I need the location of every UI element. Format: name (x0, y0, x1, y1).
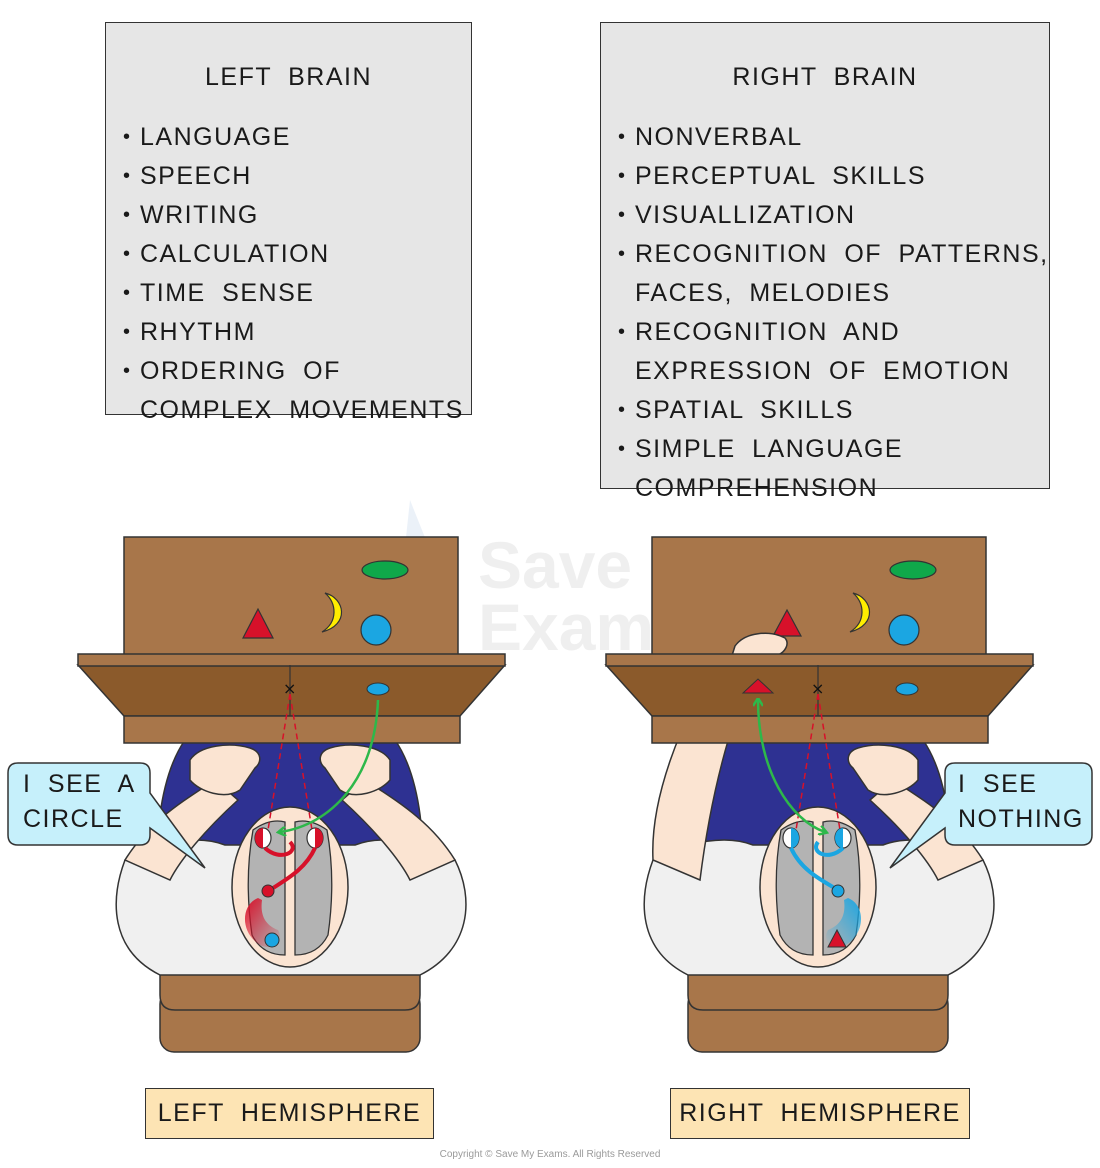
speech-bubble (7, 762, 206, 869)
right-speech-text: I SEE NOTHING (958, 767, 1084, 837)
speech-bubble (889, 762, 1093, 869)
left-brain-list: LANGUAGE SPEECH WRITING CALCULATION TIME… (123, 118, 467, 430)
moon-shape (849, 592, 870, 633)
table-edge (77, 653, 506, 667)
display-board (123, 536, 459, 658)
right-brain-title: RIGHT BRAIN (732, 63, 918, 91)
circle-shape (360, 614, 392, 646)
list-item-continued: EXPRESSION OF EMOTION (635, 357, 1011, 385)
flashed-triangle (741, 678, 775, 694)
triangle-shape (771, 608, 803, 637)
flashed-circle (366, 682, 390, 696)
table-edge (605, 653, 1034, 667)
oval-shape (889, 560, 937, 580)
oval-shape (361, 560, 409, 580)
left-scene: × (7, 536, 507, 1053)
moon-shape (321, 592, 342, 633)
list-item: CALCULATION (123, 235, 467, 274)
list-item: RHYTHM (123, 313, 467, 352)
table-front (651, 715, 989, 744)
left-brain-panel: LEFT BRAIN LANGUAGE SPEECH WRITING CALCU… (105, 22, 472, 424)
list-item: RECOGNITION AND (618, 313, 1045, 352)
display-board (651, 536, 987, 658)
right-hand (847, 744, 919, 796)
speech-line: CIRCLE (23, 805, 124, 833)
list-item: VISUALLIZATION (618, 196, 1045, 235)
right-brain-list: NONVERBAL PERCEPTUAL SKILLS VISUALLIZATI… (618, 118, 1047, 508)
left-brain-title: LEFT BRAIN (204, 63, 373, 91)
right-scene: × (604, 536, 1093, 1053)
left-hemisphere-caption: LEFT HEMISPHERE (145, 1088, 434, 1139)
left-speech-text: I SEE A CIRCLE (23, 767, 136, 837)
triangle-shape (242, 607, 274, 639)
list-item-continued: COMPREHENSION (635, 474, 879, 502)
flashed-circle (895, 682, 919, 696)
perceived-triangle (827, 928, 847, 948)
list-item: NONVERBAL (618, 118, 1045, 157)
table-front (123, 715, 461, 744)
circle-shape (888, 614, 920, 646)
copyright-notice: Copyright © Save My Exams. All Rights Re… (439, 1149, 661, 1160)
list-item: WRITING (123, 196, 467, 235)
right-hemisphere-shape (294, 820, 333, 956)
list-item: TIME SENSE (123, 274, 467, 313)
perceived-circle (264, 932, 280, 948)
arrow (280, 699, 380, 832)
right-brain-panel: RIGHT BRAIN NONVERBAL PERCEPTUAL SKILLS … (600, 22, 1050, 502)
list-item: PERCEPTUAL SKILLS (618, 157, 1045, 196)
left-hand (189, 744, 261, 796)
fixation-cross: × (811, 679, 824, 698)
list-item: ORDERING OF (123, 352, 467, 391)
list-item: SPEECH (123, 157, 467, 196)
neural-pathway (263, 840, 317, 892)
list-item-continued: FACES, MELODIES (635, 279, 891, 307)
speech-line: I SEE (958, 770, 1038, 798)
right-hand (319, 744, 391, 796)
right-hemisphere-caption: RIGHT HEMISPHERE (670, 1088, 970, 1139)
list-item: LANGUAGE (123, 118, 467, 157)
list-item: RECOGNITION OF PATTERNS, (618, 235, 1047, 274)
list-item: SPATIAL SKILLS (618, 391, 1045, 430)
speech-line: I SEE A (23, 770, 136, 798)
list-item: SIMPLE LANGUAGE (618, 430, 1045, 469)
arrow (758, 700, 825, 832)
list-item-continued: COMPLEX MOVEMENTS (140, 396, 464, 424)
fixation-cross: × (283, 679, 296, 698)
speech-line: NOTHING (958, 805, 1084, 833)
